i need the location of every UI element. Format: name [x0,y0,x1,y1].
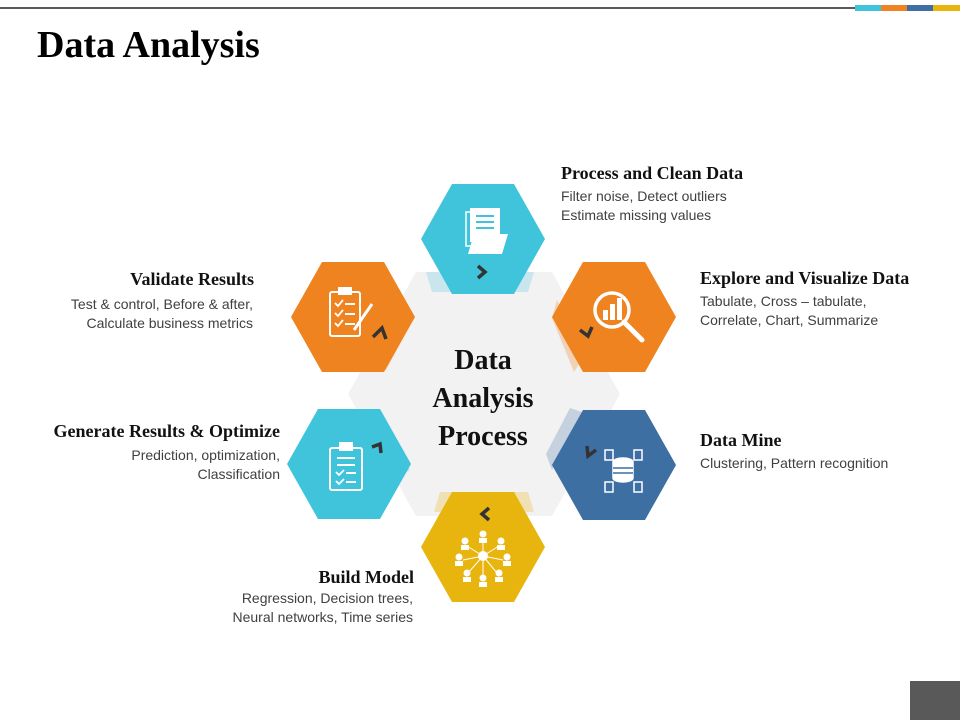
flow-arrow-icon [371,441,383,454]
step-title-explore-visualize: Explore and Visualize Data [700,268,910,288]
center-label-line: Data [454,345,512,376]
accent-stripe-blue [907,5,933,11]
center-label: Data Analysis Process [393,342,573,456]
step-desc-line: Clustering, Pattern recognition [700,455,889,471]
step-title-generate-results: Generate Results & Optimize [53,421,280,441]
step-desc-line: Prediction, optimization, [131,447,280,463]
hexagon-validate-results [291,262,415,372]
step-title-data-mine: Data Mine [700,430,782,450]
checklist-pencil-icon [329,287,374,337]
flow-arrow-icon [479,506,491,522]
clipboard-icon [329,442,363,491]
step-desc-line: Estimate missing values [561,207,712,223]
database-icon [604,449,643,493]
step-desc-explore-visualize: Tabulate, Cross – tabulate, Correlate, C… [700,292,878,330]
top-rule [0,7,855,9]
center-label-line: Analysis [432,383,534,414]
flow-arrow-icon [371,324,388,340]
step-desc-line: Filter noise, Detect outliers [561,188,727,204]
step-desc-line: Correlate, Chart, Summarize [700,312,879,328]
center-label-line: Process [438,421,528,452]
step-desc-line: Regression, Decision trees, [241,590,413,606]
step-desc-line: Test & control, Before & after, [70,296,253,312]
step-desc-generate-results: Prediction, optimization, Classification [131,446,280,484]
magnifier-chart-icon [593,291,645,343]
flow-arrow-icon [578,326,594,339]
flow-arrow-icon [585,445,598,460]
step-title-validate-results: Validate Results [130,269,254,289]
accent-stripe-orange [881,5,907,11]
step-title-build-model: Build Model [318,567,414,587]
step-desc-build-model: Regression, Decision trees, Neural netwo… [232,589,413,627]
step-desc-line: Classification [197,466,280,482]
corner-block [910,681,960,720]
folder-documents-icon [465,208,508,254]
accent-stripe-yellow [933,5,960,11]
accent-stripe-cyan [855,5,881,11]
step-desc-data-mine: Clustering, Pattern recognition [700,454,888,473]
step-desc-line: Calculate business metrics [86,315,253,331]
step-desc-line: Neural networks, Time series [232,609,413,625]
step-desc-process-clean: Filter noise, Detect outliers Estimate m… [561,187,727,225]
step-desc-line: Tabulate, Cross – tabulate, [700,293,867,309]
page-title: Data Analysis [37,24,260,66]
connector-band [546,408,582,470]
flow-arrow-icon [476,264,488,280]
step-title-process-clean: Process and Clean Data [561,163,744,183]
network-users-icon [455,530,511,587]
step-desc-validate-results: Test & control, Before & after, Calculat… [71,295,253,333]
